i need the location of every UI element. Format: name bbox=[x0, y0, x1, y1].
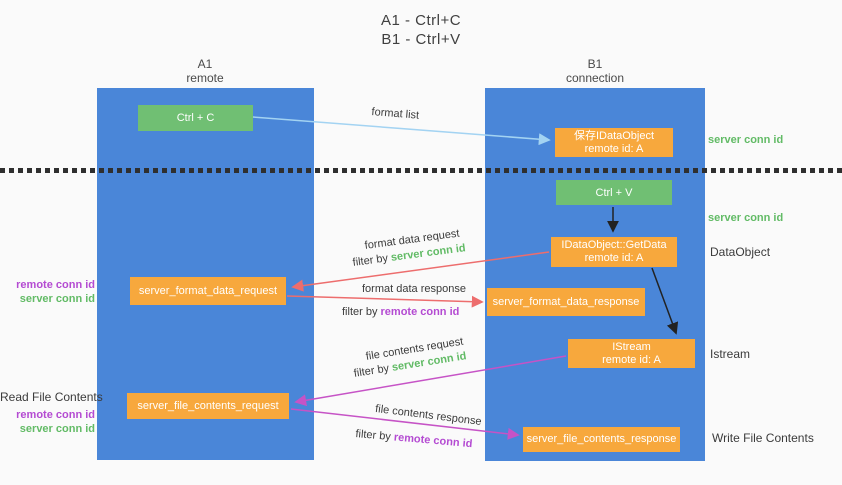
column-a-subtitle: remote bbox=[186, 71, 224, 85]
server-conn-id-annotation-mid: server conn id bbox=[708, 212, 784, 224]
istream-line1: IStream bbox=[612, 340, 651, 353]
file-contents-response-filter-label: filter by remote conn id bbox=[355, 428, 473, 450]
getdata-line2: remote id: A bbox=[584, 252, 644, 264]
save-dataobject-line1: 保存IDataObject bbox=[573, 129, 655, 142]
filter-by-text-1: filter by bbox=[352, 251, 392, 269]
filter-by-text-3: filter by bbox=[353, 361, 393, 380]
format-data-response-arrow-label: format data response bbox=[362, 283, 466, 295]
istream-node: IStream remote id: A bbox=[568, 339, 695, 368]
column-a-header: A1 remote bbox=[145, 57, 265, 85]
filter-by-text-4: filter by bbox=[354, 428, 395, 444]
left-conn-id-group-1: remote conn id server conn id bbox=[0, 278, 95, 306]
save-dataobject-line2: remote id: A bbox=[584, 142, 644, 155]
diagram-title: A1 - Ctrl+C B1 - Ctrl+V bbox=[321, 11, 521, 49]
read-file-contents-annotation: Read File Contents bbox=[0, 390, 103, 404]
phase-separator-dotted-line bbox=[0, 168, 842, 173]
dataobject-annotation: DataObject bbox=[710, 245, 771, 259]
ctrl-v-label: Ctrl + V bbox=[595, 186, 633, 199]
column-b-subtitle: connection bbox=[565, 71, 625, 85]
format-data-response-filter-label: filter by remote conn id bbox=[342, 306, 459, 318]
remote-conn-id-annotation-1: remote conn id bbox=[16, 279, 95, 291]
server-conn-id-annotation-2: server conn id bbox=[19, 423, 95, 435]
ctrl-v-node: Ctrl + V bbox=[556, 180, 672, 205]
column-b-name: B1 bbox=[587, 57, 603, 71]
istream-line2: remote id: A bbox=[602, 353, 661, 366]
column-b-header: B1 connection bbox=[535, 57, 655, 85]
format-list-arrow-label: format list bbox=[371, 106, 420, 122]
server-format-data-request-label: server_format_data_request bbox=[138, 284, 278, 297]
format-data-response-arrow bbox=[286, 295, 484, 308]
save-dataobject-node: 保存IDataObject remote id: A bbox=[555, 128, 673, 157]
remote-conn-id-annotation-2: remote conn id bbox=[16, 409, 95, 421]
title-line-ctrl-c: A1 - Ctrl+C bbox=[380, 12, 462, 29]
filter-key-remote-conn-id-4: remote conn id bbox=[393, 431, 473, 451]
filter-key-remote-conn-id-2: remote conn id bbox=[380, 306, 460, 318]
ctrl-c-node: Ctrl + C bbox=[138, 105, 253, 131]
server-conn-id-annotation-1: server conn id bbox=[19, 293, 95, 305]
filter-by-text-2: filter by bbox=[342, 306, 381, 318]
ctrl-c-label: Ctrl + C bbox=[176, 112, 215, 124]
server-file-contents-response-node: server_file_contents_response bbox=[523, 427, 680, 452]
istream-annotation: Istream bbox=[710, 347, 751, 361]
server-conn-id-annotation-top: server conn id bbox=[708, 134, 784, 146]
getdata-line1: IDataObject::GetData bbox=[561, 239, 667, 251]
title-line-ctrl-v: B1 - Ctrl+V bbox=[381, 31, 461, 48]
server-file-contents-request-node: server_file_contents_request bbox=[127, 393, 289, 419]
column-a-name: A1 bbox=[197, 57, 213, 71]
server-format-data-response-label: server_format_data_response bbox=[492, 295, 640, 308]
write-file-contents-annotation: Write File Contents bbox=[712, 431, 814, 445]
file-contents-response-arrow-label: file contents response bbox=[374, 403, 483, 428]
getdata-node: IDataObject::GetData remote id: A bbox=[551, 237, 677, 267]
server-file-contents-request-label: server_file_contents_request bbox=[137, 399, 279, 412]
server-format-data-request-node: server_format_data_request bbox=[130, 277, 286, 305]
left-conn-id-group-2: remote conn id server conn id bbox=[0, 408, 95, 436]
server-file-contents-response-label: server_file_contents_response bbox=[526, 433, 677, 445]
server-format-data-response-node: server_format_data_response bbox=[487, 288, 645, 316]
